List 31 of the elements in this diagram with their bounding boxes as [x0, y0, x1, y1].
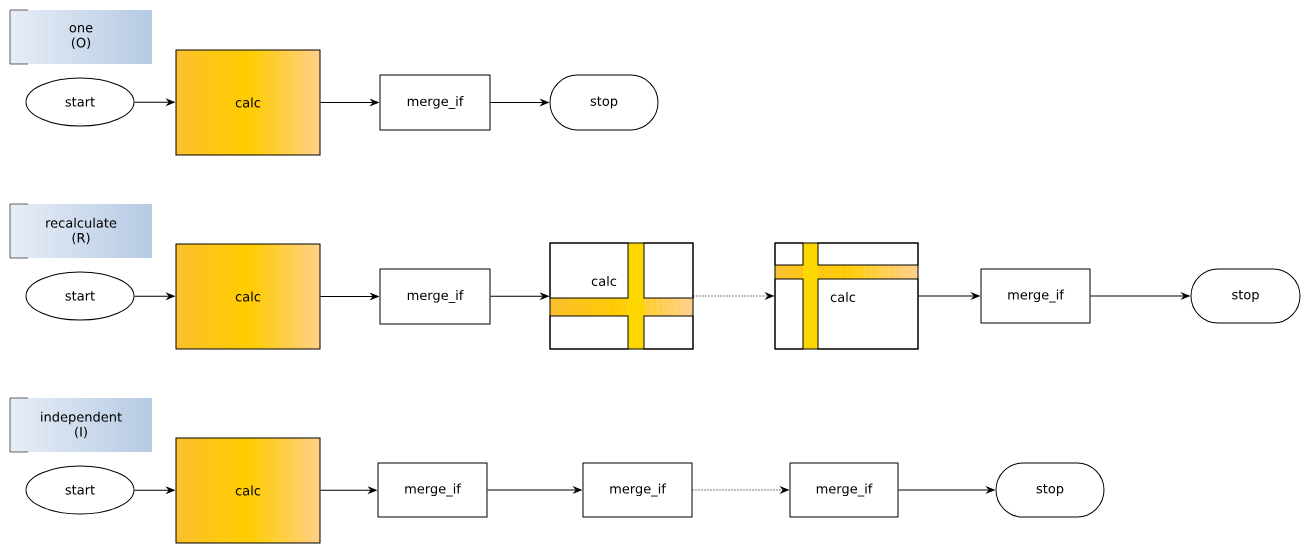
- terminal-box: stop: [995, 462, 1105, 518]
- arrow: [134, 292, 175, 300]
- arrow: [918, 292, 980, 300]
- arrow: [320, 486, 377, 494]
- grid-box: calc: [774, 242, 919, 350]
- terminal-box: stop: [1190, 268, 1301, 324]
- arrow: [320, 293, 379, 300]
- arrow: [898, 486, 995, 494]
- process-box: merge_if: [379, 74, 491, 131]
- arrow: [692, 486, 789, 494]
- process-box: merge_if: [582, 462, 693, 518]
- arrow: [487, 486, 582, 494]
- terminal-box: stop: [549, 74, 659, 131]
- process-box: merge_if: [379, 268, 491, 325]
- process-box: calc: [175, 243, 321, 350]
- arrow: [693, 292, 774, 300]
- process-box: calc: [175, 49, 321, 156]
- label-band: recalculate (R): [9, 203, 117, 259]
- label-band: one (O): [9, 9, 93, 65]
- grid-box: calc: [549, 242, 694, 350]
- arrow: [134, 486, 175, 494]
- label-band: independent (I): [9, 397, 122, 453]
- arrow: [1090, 292, 1190, 300]
- arrow: [320, 99, 379, 106]
- process-box: merge_if: [789, 462, 899, 518]
- process-box: merge_if: [377, 462, 488, 518]
- process-box: calc: [175, 437, 321, 544]
- process-box: merge_if: [980, 268, 1091, 324]
- arrow: [490, 292, 549, 300]
- arrow: [134, 98, 175, 106]
- arrow: [490, 99, 549, 106]
